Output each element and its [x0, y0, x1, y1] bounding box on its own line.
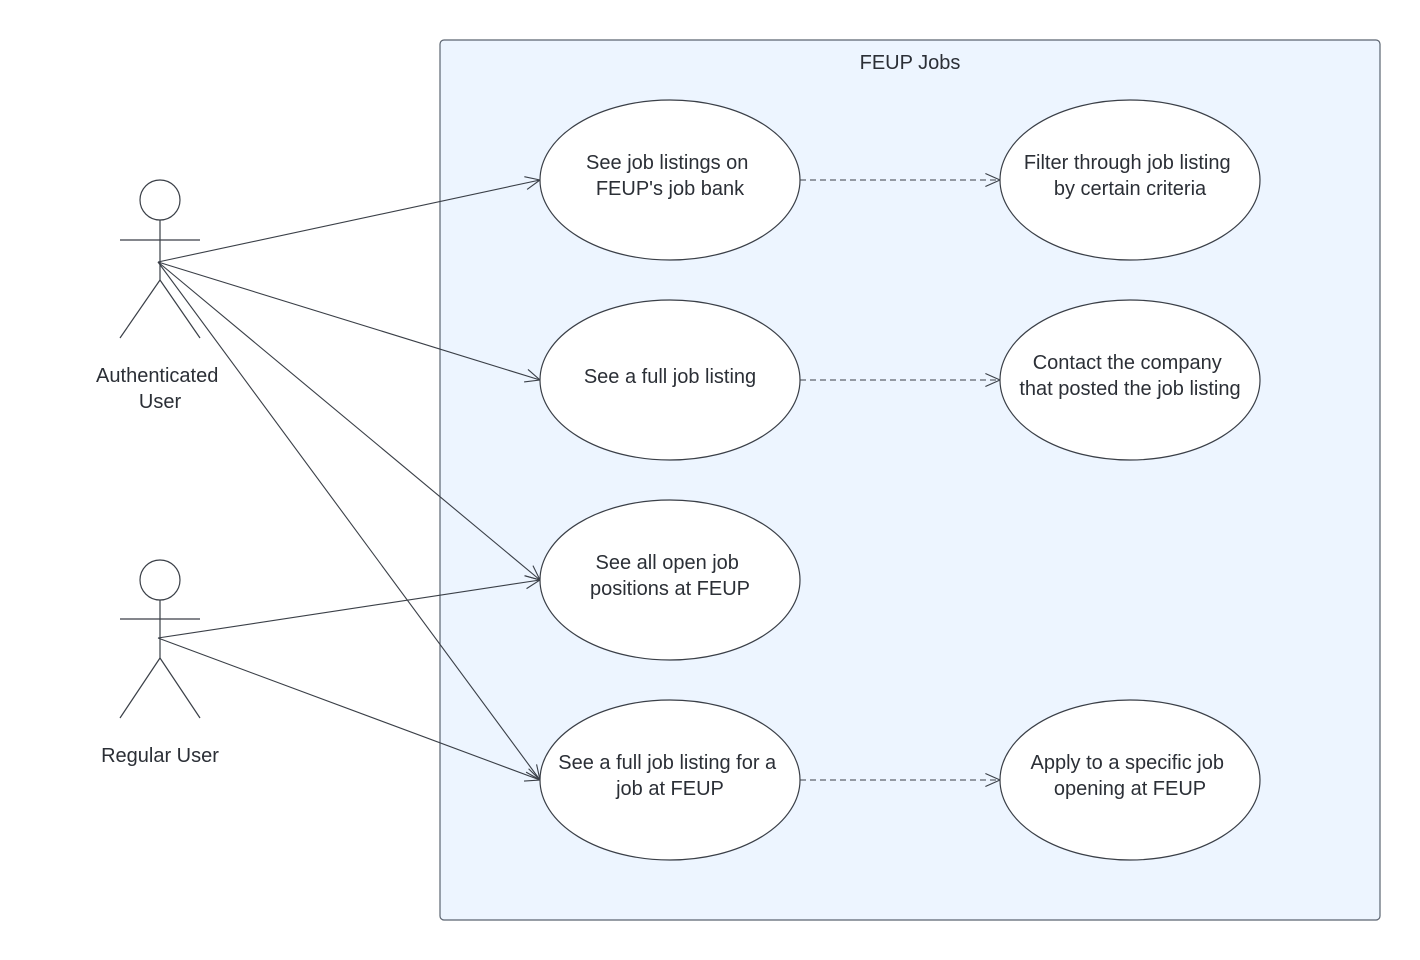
actor-label-line: Regular User: [101, 745, 219, 767]
use-case-see-job-listings[interactable]: See job listings on FEUP's job bank: [539, 99, 801, 261]
use-case-ellipse: [539, 499, 801, 661]
use-case-label-line: that posted the job listing: [1019, 378, 1240, 400]
use-case-label: See job listings on FEUP's job bank: [586, 152, 754, 200]
use-case-contact-company[interactable]: Contact the company that posted the job …: [999, 299, 1261, 461]
use-case-label-line: Filter through job listing: [1024, 152, 1231, 174]
actor-label-line: User: [139, 391, 182, 413]
use-case-ellipse: [539, 699, 801, 861]
actor-label-line: Authenticated: [96, 365, 218, 387]
use-case-label: See a full job listing for a job at FEUP: [558, 752, 781, 800]
use-case-label: See all open job positions at FEUP: [590, 552, 750, 600]
use-case-label-line: job at FEUP: [615, 778, 724, 800]
use-case-filter-listings[interactable]: Filter through job listing by certain cr…: [999, 99, 1261, 261]
use-case-label-line: Contact the company: [1033, 352, 1222, 374]
actor-label: Regular User: [101, 745, 219, 767]
use-case-apply-to-job[interactable]: Apply to a specific job opening at FEUP: [999, 699, 1261, 861]
actor-regular-user[interactable]: Regular User: [101, 559, 219, 767]
use-case-see-full-listing[interactable]: See a full job listing: [539, 299, 801, 461]
actor-right-leg: [159, 657, 201, 719]
edges-layer: [157, 172, 1002, 788]
actor-head: [139, 559, 181, 601]
actor-label: Authenticated User: [96, 365, 224, 413]
association-line[interactable]: [157, 637, 541, 781]
use-case-label-line: FEUP's job bank: [596, 178, 745, 200]
actor-left-leg: [119, 279, 161, 339]
use-case-label-line: See a full job listing: [584, 366, 756, 388]
actor-head: [139, 179, 181, 221]
use-case-ellipse: [539, 99, 801, 261]
association-line[interactable]: [157, 261, 541, 381]
association-line[interactable]: [157, 179, 541, 263]
use-case-label-line: opening at FEUP: [1054, 778, 1206, 800]
association-line[interactable]: [157, 261, 541, 781]
use-case-label-line: See all open job: [595, 552, 738, 574]
use-case-ellipse: [539, 299, 801, 461]
use-case-label: See a full job listing: [584, 366, 756, 388]
use-case-ellipse: [999, 99, 1261, 261]
use-case-label-line: See job listings on: [586, 152, 748, 174]
association-line[interactable]: [157, 261, 541, 581]
use-case-ellipse: [999, 699, 1261, 861]
use-case-label-line: See a full job listing for a: [558, 752, 777, 774]
use-case-label-line: by certain criteria: [1054, 178, 1207, 200]
use-case-label: Filter through job listing by certain cr…: [1024, 152, 1236, 200]
association-line[interactable]: [157, 579, 541, 639]
use-case-label-line: positions at FEUP: [590, 578, 750, 600]
use-case-see-open-positions[interactable]: See all open job positions at FEUP: [539, 499, 801, 661]
use-case-label: Apply to a specific job opening at FEUP: [1031, 752, 1230, 800]
actor-authenticated-user[interactable]: Authenticated User: [96, 179, 224, 413]
system-title: FEUP Jobs: [860, 52, 961, 74]
use-case-label: Contact the company that posted the job …: [1019, 352, 1240, 400]
actor-left-leg: [119, 657, 161, 719]
use-case-see-full-feup-listing[interactable]: See a full job listing for a job at FEUP: [539, 699, 801, 861]
use-case-label-line: Apply to a specific job: [1031, 752, 1224, 774]
actor-right-leg: [159, 279, 201, 339]
use-case-ellipse: [999, 299, 1261, 461]
